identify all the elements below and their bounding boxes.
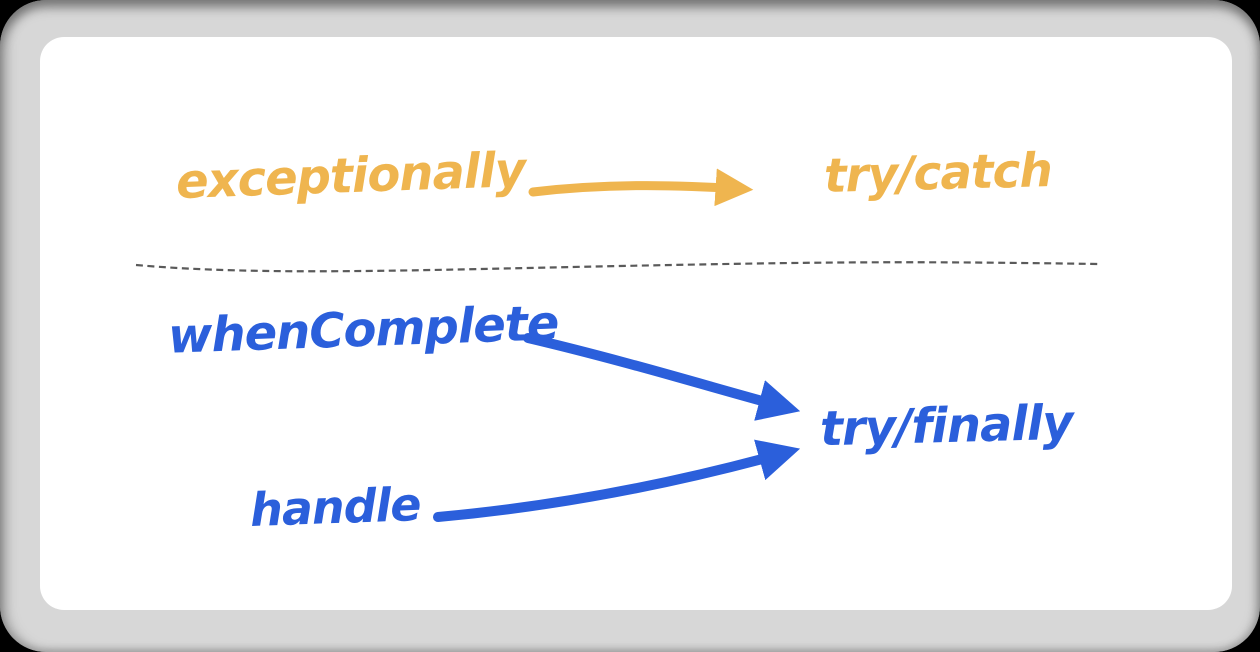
label-try-catch: try/catch (823, 143, 1053, 204)
label-whencomplete: whenComplete (167, 295, 560, 365)
label-exceptionally: exceptionally (175, 141, 526, 211)
label-try-finally: try/finally (819, 394, 1074, 458)
label-handle: handle (249, 477, 422, 537)
